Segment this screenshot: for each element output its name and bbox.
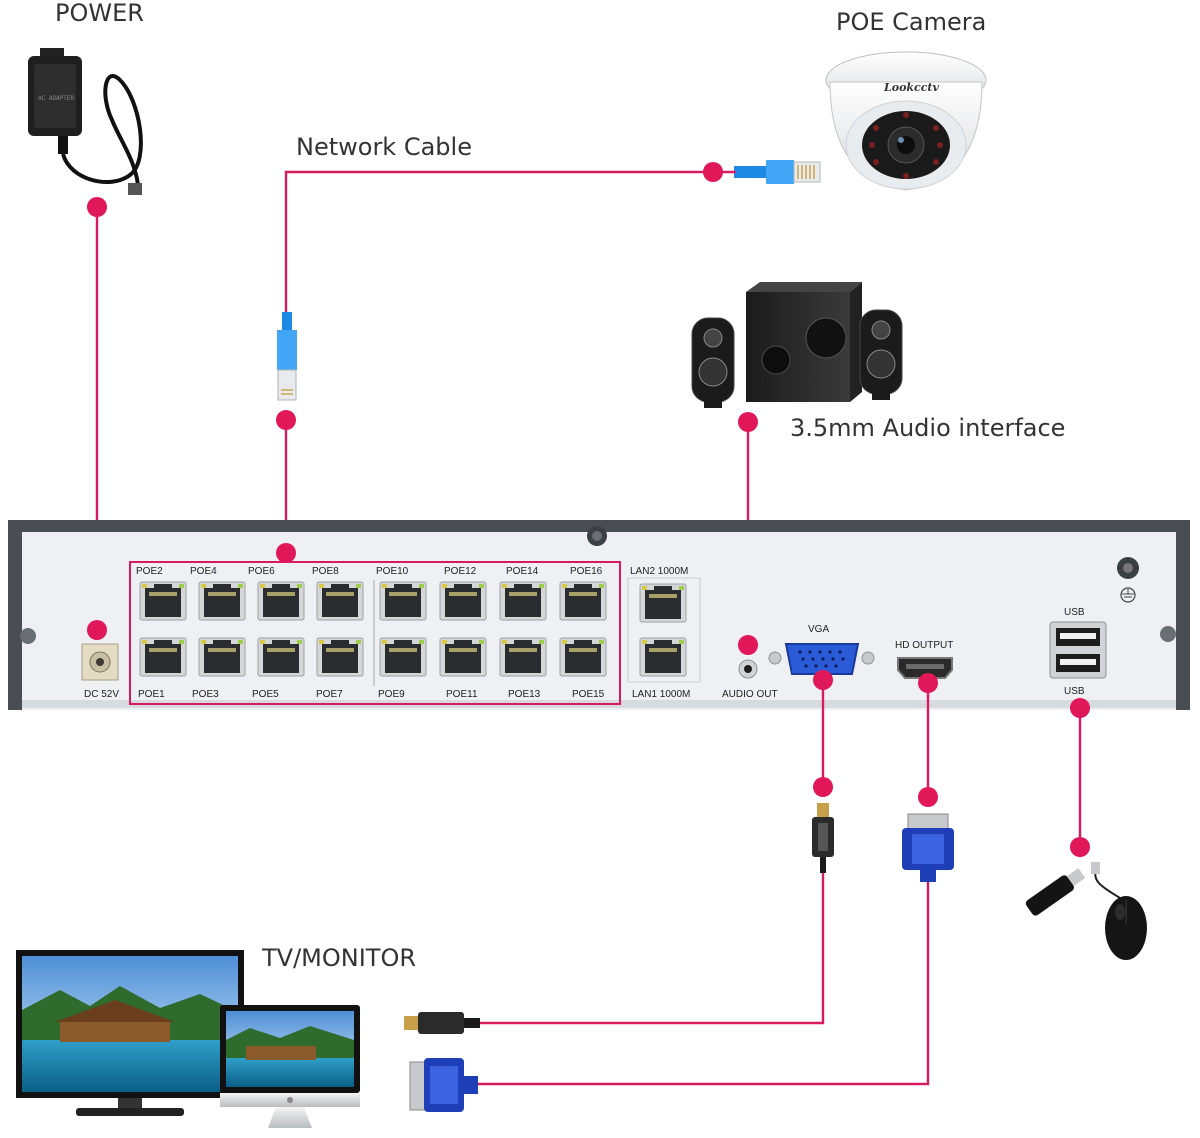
poe-port[interactable] xyxy=(439,581,487,621)
port-label-poe5: POE5 xyxy=(252,689,279,700)
port-label-poe11: POE11 xyxy=(446,689,478,700)
poe-port[interactable] xyxy=(198,637,246,677)
port-label-poe3: POE3 xyxy=(192,689,219,700)
poe-port[interactable] xyxy=(559,637,607,677)
lan1-port[interactable] xyxy=(639,637,687,677)
port-label-poe1: POE1 xyxy=(138,689,165,700)
hdmi-cable-plug xyxy=(812,803,834,873)
bottom-connection-dots xyxy=(813,777,1090,857)
vga-label: VGA xyxy=(808,624,829,635)
tv-monitor-illustration xyxy=(16,950,360,1128)
poe-port[interactable] xyxy=(198,581,246,621)
bottom-wires xyxy=(478,680,1082,1086)
camera-brand: Lookcctv xyxy=(883,81,940,94)
poe-port-group xyxy=(129,561,621,705)
adapter-text: AC ADAPTER xyxy=(38,95,75,102)
port-label-poe12: POE12 xyxy=(444,566,477,577)
port-label-poe6: POE6 xyxy=(248,566,275,577)
dc-label: DC 52V xyxy=(84,689,119,700)
network-cable-label: Network Cable xyxy=(296,133,472,161)
speakers xyxy=(691,282,903,408)
power-adapter: AC ADAPTER xyxy=(28,48,143,195)
port-label-poe4: POE4 xyxy=(190,566,217,577)
port-label-poe15: POE15 xyxy=(572,689,605,700)
port-label-poe16: POE16 xyxy=(570,566,603,577)
hd-output-label: HD OUTPUT xyxy=(895,640,953,651)
port-label-poe8: POE8 xyxy=(312,566,339,577)
usb-drive-and-mouse xyxy=(1025,862,1147,960)
poe-port[interactable] xyxy=(257,637,305,677)
poe-port[interactable] xyxy=(499,637,547,677)
apple-logo-icon xyxy=(287,1097,293,1103)
audio-interface-label: 3.5mm Audio interface xyxy=(790,414,1065,442)
hdmi-plug-monitor xyxy=(404,1012,480,1034)
port-label-poe14: POE14 xyxy=(506,566,539,577)
poe-port[interactable] xyxy=(379,637,427,677)
poe-port[interactable] xyxy=(379,581,427,621)
port-label-poe2: POE2 xyxy=(136,566,163,577)
top-connection-dots xyxy=(87,162,758,432)
vga-cable-plug xyxy=(902,813,954,882)
port-label-poe10: POE10 xyxy=(376,566,409,577)
network-plug-nvr xyxy=(277,312,297,401)
poe-port[interactable] xyxy=(439,637,487,677)
poe-port[interactable] xyxy=(499,581,547,621)
poe-port[interactable] xyxy=(316,581,364,621)
port-label-poe7: POE7 xyxy=(316,689,343,700)
network-plug-camera xyxy=(734,160,821,184)
power-label: POWER xyxy=(55,0,144,27)
vga-plug-monitor xyxy=(409,1058,478,1112)
poe-port[interactable] xyxy=(559,581,607,621)
poe-port[interactable] xyxy=(139,637,187,677)
port-label-poe9: POE9 xyxy=(378,689,405,700)
tv-monitor-label: TV/MONITOR xyxy=(261,944,416,972)
lan2-port[interactable] xyxy=(639,583,687,623)
poe-port[interactable] xyxy=(139,581,187,621)
usb-top-label: USB xyxy=(1064,607,1085,618)
ground-icon xyxy=(1120,587,1136,603)
audio-out-label: AUDIO OUT xyxy=(722,689,778,700)
poe-dome-camera: Lookcctv xyxy=(825,51,987,191)
nvr-back-panel: DC 52V POE2 POE4 POE6 POE8 POE10 POE12 P… xyxy=(8,520,1190,710)
port-label-poe13: POE13 xyxy=(508,689,541,700)
lan2-label: LAN2 1000M xyxy=(630,566,688,577)
usb-bottom-label: USB xyxy=(1064,686,1085,697)
poe-port[interactable] xyxy=(316,637,364,677)
lan1-label: LAN1 1000M xyxy=(632,689,690,700)
poe-camera-label: POE Camera xyxy=(836,8,986,36)
poe-port[interactable] xyxy=(257,581,305,621)
